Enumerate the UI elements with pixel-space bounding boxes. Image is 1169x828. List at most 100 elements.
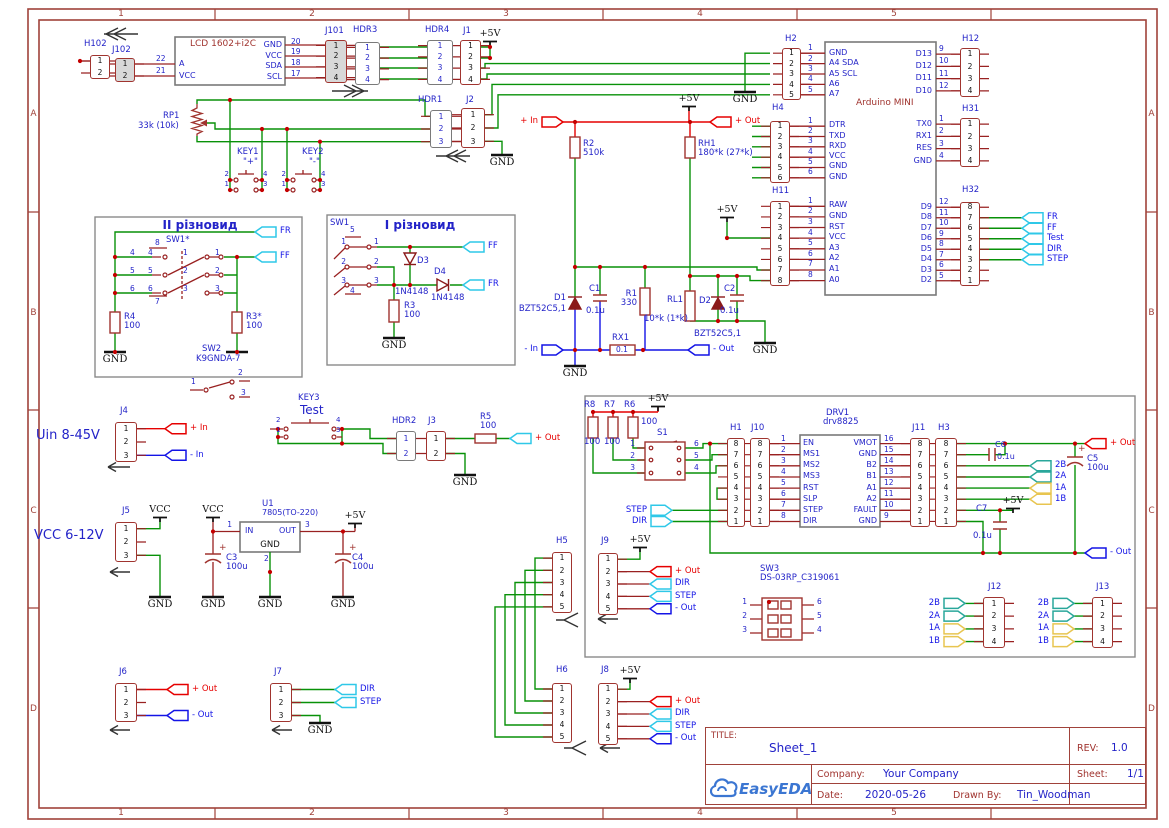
flag-test-h32[interactable] bbox=[1020, 233, 1044, 245]
flag-step-j7[interactable] bbox=[333, 696, 357, 709]
flag-dir-j8[interactable] bbox=[648, 708, 672, 720]
flag-ff-h32[interactable] bbox=[1020, 222, 1044, 234]
drv1-body[interactable] bbox=[799, 434, 881, 528]
resistor-r7[interactable] bbox=[607, 416, 619, 439]
flag-step-h32[interactable] bbox=[1020, 254, 1044, 266]
date-value[interactable]: 2020-05-26 bbox=[865, 789, 927, 801]
flag-1b-j13[interactable] bbox=[1052, 635, 1076, 648]
flag-2b-j12[interactable] bbox=[943, 597, 967, 610]
flag-minus-out-drv[interactable] bbox=[1083, 547, 1107, 559]
resistor-rh1[interactable] bbox=[684, 136, 696, 159]
flag-1b-h3[interactable] bbox=[1028, 493, 1052, 505]
variant1-box[interactable] bbox=[326, 214, 516, 366]
flag-ff-ii[interactable] bbox=[253, 251, 277, 263]
sheet-title[interactable]: Sheet_1 bbox=[769, 741, 818, 755]
flag-fr-h32[interactable] bbox=[1020, 212, 1044, 224]
flag-fr-ii[interactable] bbox=[253, 226, 277, 238]
flag-minus-out-j8[interactable] bbox=[648, 733, 672, 745]
resistor-r5[interactable] bbox=[474, 433, 497, 444]
flag-fr-i[interactable] bbox=[461, 279, 485, 291]
flag-plus-in-rail[interactable] bbox=[541, 116, 565, 128]
resistor-r3[interactable] bbox=[388, 299, 400, 323]
diode-d3[interactable] bbox=[402, 252, 418, 266]
flag-plus-out-rail[interactable] bbox=[708, 116, 732, 128]
title-block[interactable]: TITLE: Sheet_1 REV: 1.0 Company: Your Co… bbox=[705, 727, 1146, 805]
flag-plus-out-j9[interactable] bbox=[648, 565, 672, 578]
potentiometer-rp1[interactable] bbox=[189, 104, 207, 136]
flag-dir-j9[interactable] bbox=[648, 578, 672, 590]
flag-2a-h3[interactable] bbox=[1028, 471, 1052, 483]
resistor-r6[interactable] bbox=[627, 416, 639, 439]
resistor-r4[interactable] bbox=[109, 311, 121, 334]
arduino-body[interactable] bbox=[824, 41, 937, 296]
lcd-body[interactable] bbox=[174, 36, 286, 86]
flag-1a-j13[interactable] bbox=[1052, 623, 1076, 635]
resistor-r1[interactable] bbox=[639, 287, 651, 316]
flag-2a-j13[interactable] bbox=[1052, 610, 1076, 622]
flag-2b-j13[interactable] bbox=[1052, 597, 1076, 610]
resistor-rl1[interactable] bbox=[684, 290, 696, 322]
company-value[interactable]: Your Company bbox=[883, 768, 959, 780]
resistor-r2[interactable] bbox=[569, 136, 581, 159]
zener-d2[interactable] bbox=[710, 296, 726, 310]
flag-minus-out-j9[interactable] bbox=[648, 603, 672, 615]
capacitors[interactable] bbox=[204, 294, 1084, 564]
flag-dir-h1[interactable] bbox=[650, 515, 674, 528]
flag-plus-out-drv[interactable] bbox=[1083, 437, 1107, 450]
u1-body[interactable] bbox=[239, 521, 301, 553]
driver-section-box[interactable] bbox=[584, 395, 1136, 658]
sheet-value[interactable]: 1/1 bbox=[1127, 768, 1144, 780]
flag-1a-h3[interactable] bbox=[1028, 482, 1052, 494]
resistor-rx1[interactable] bbox=[609, 344, 636, 356]
flag-plus-out-j8[interactable] bbox=[648, 695, 672, 708]
flag-step-j9[interactable] bbox=[648, 590, 672, 603]
flag-minus-out-rail[interactable] bbox=[686, 344, 710, 356]
flag-2b-h3[interactable] bbox=[1028, 460, 1052, 472]
variant2-box[interactable] bbox=[94, 216, 303, 378]
flag-2a-j12[interactable] bbox=[943, 610, 967, 622]
flag-dir-h32[interactable] bbox=[1020, 243, 1044, 255]
flag-minus-out-j6[interactable] bbox=[165, 709, 189, 722]
drawn-by-value[interactable]: Tin_Woodman bbox=[1017, 789, 1091, 801]
flag-minus-in-j4[interactable] bbox=[163, 449, 187, 462]
flag-1b-j12[interactable] bbox=[943, 635, 967, 648]
zener-d1[interactable] bbox=[567, 296, 583, 310]
diode-d4[interactable] bbox=[436, 277, 450, 293]
flag-plus-in-j4[interactable] bbox=[163, 422, 187, 435]
rev-value[interactable]: 1.0 bbox=[1111, 742, 1128, 754]
flag-plus-out-j6[interactable] bbox=[165, 683, 189, 696]
flag-ff-i[interactable] bbox=[461, 241, 485, 253]
flag-dir-j7[interactable] bbox=[333, 683, 357, 696]
resistor-r8[interactable] bbox=[587, 416, 599, 439]
flag-plus-out-r5[interactable] bbox=[508, 432, 532, 445]
flag-step-h1[interactable] bbox=[650, 504, 674, 517]
